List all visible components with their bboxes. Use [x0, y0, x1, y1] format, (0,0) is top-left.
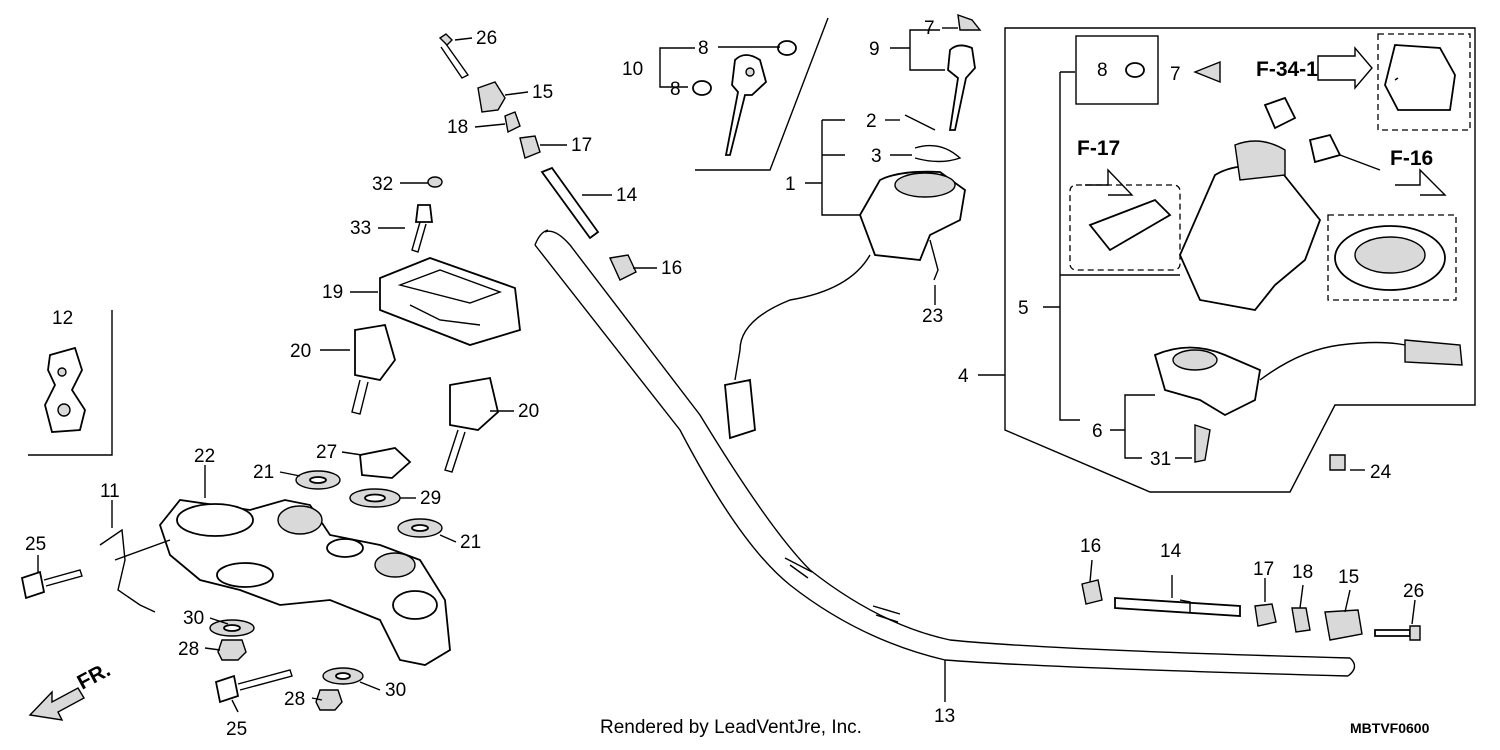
callout-19: 19	[322, 282, 343, 303]
callout-30: 30	[385, 680, 406, 701]
callout-12: 12	[52, 308, 73, 329]
callout-4: 4	[958, 366, 969, 387]
diagram-code: MBTVF0600	[1350, 720, 1430, 736]
reference-labels: F-34-1 F-17 F-16	[1077, 58, 1433, 170]
callout-16: 16	[1080, 536, 1101, 557]
callout-18: 18	[447, 117, 468, 138]
bracket-11	[99, 528, 156, 613]
bracket-12	[28, 310, 113, 456]
callout-27: 27	[316, 442, 337, 463]
callout-32: 32	[372, 174, 393, 195]
callout-18: 18	[1292, 562, 1313, 583]
callout-1: 1	[785, 174, 796, 195]
leader-lines	[37, 27, 1416, 713]
callout-16: 16	[661, 258, 682, 279]
ref-f34-1: F-34-1	[1256, 58, 1318, 81]
callout-31: 31	[1150, 449, 1171, 470]
ref-f16: F-16	[1390, 147, 1433, 170]
callout-23: 23	[922, 306, 943, 327]
holder-right	[444, 376, 499, 473]
handlebar-upper-holder	[379, 257, 521, 346]
ref-f17: F-17	[1077, 137, 1120, 160]
lock-set-assembly	[1004, 27, 1476, 493]
top-bridge	[114, 499, 451, 666]
callout-2: 2	[866, 111, 877, 132]
key-set-inset	[692, 17, 829, 171]
callout-8: 8	[698, 38, 709, 59]
callout-25: 25	[226, 719, 247, 740]
callout-28: 28	[284, 689, 305, 710]
callout-26: 26	[476, 28, 497, 49]
footer-credit: Rendered by LeadVentJre, Inc.	[600, 717, 862, 738]
callout-3: 3	[871, 146, 882, 167]
callout-20: 20	[290, 341, 311, 362]
callout-28: 28	[178, 639, 199, 660]
callout-21: 21	[253, 462, 274, 483]
callout-5: 5	[1018, 298, 1029, 319]
callout-20: 20	[518, 401, 539, 422]
front-direction-label: FR.	[74, 658, 115, 694]
callout-33: 33	[350, 218, 371, 239]
bolt-25-bottom	[214, 669, 293, 704]
washers	[209, 447, 443, 711]
callout-11: 11	[100, 481, 120, 502]
weight-stack-lower	[1081, 579, 1421, 641]
callout-numbers: 7 9 8 10 8 2 3 1 23 8 7 5 4 6 31 24 26 1…	[25, 18, 1424, 740]
callout-17: 17	[1253, 559, 1274, 580]
callout-22: 22	[194, 446, 215, 467]
callout-15: 15	[1338, 567, 1359, 588]
callout-21: 21	[460, 532, 481, 553]
callout-9: 9	[869, 39, 880, 60]
callout-13: 13	[934, 706, 955, 727]
handlebar-pipe	[534, 229, 1356, 677]
callout-30: 30	[183, 608, 204, 629]
callout-14: 14	[616, 185, 638, 206]
front-direction-arrow: FR.	[28, 658, 115, 721]
callout-6: 6	[1092, 421, 1103, 442]
callout-15: 15	[532, 82, 553, 103]
holder-left	[351, 323, 396, 415]
callout-26: 26	[1403, 581, 1424, 602]
callout-7: 7	[924, 18, 935, 39]
bolt-25-left	[20, 569, 83, 600]
ignition-switch	[724, 114, 966, 440]
key-9	[947, 13, 982, 131]
callout-8: 8	[1097, 60, 1108, 81]
callout-8: 8	[670, 79, 681, 100]
callout-24: 24	[1370, 462, 1392, 483]
holder-bolt	[411, 176, 443, 253]
callout-10: 10	[622, 59, 643, 80]
callout-17: 17	[571, 135, 592, 156]
callout-29: 29	[420, 488, 441, 509]
weight-stack-upper	[438, 33, 637, 281]
callout-25: 25	[25, 534, 46, 555]
callout-14: 14	[1160, 541, 1182, 562]
callout-7: 7	[1170, 64, 1181, 85]
